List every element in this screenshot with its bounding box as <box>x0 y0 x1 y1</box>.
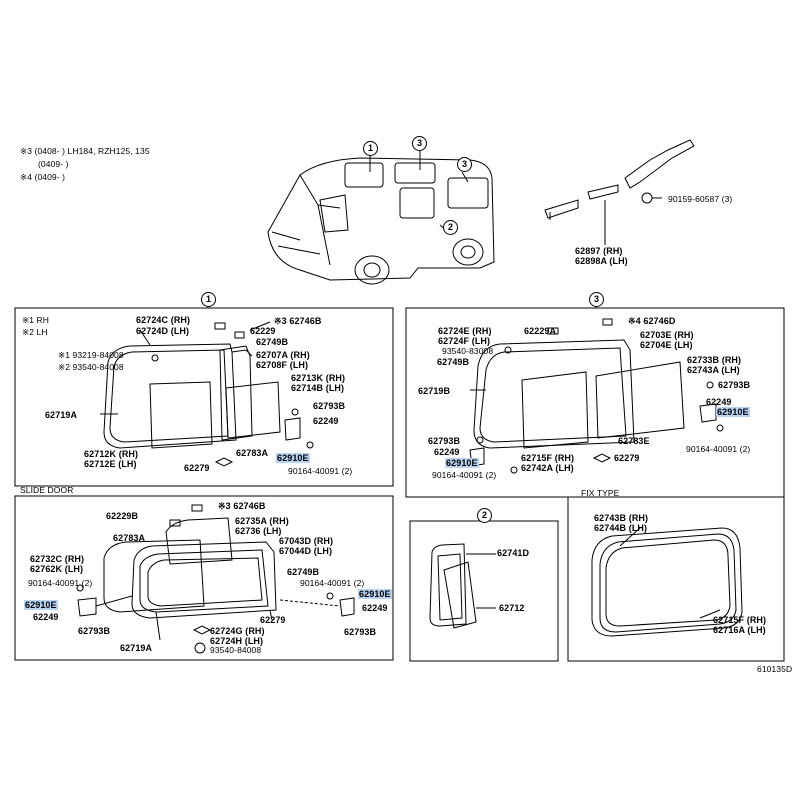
sd-highlight-62910e-left[interactable]: 62910E <box>24 600 58 610</box>
fix-part-label: 62744B (LH) <box>594 523 648 533</box>
s1-part-label: 62708F (LH) <box>256 360 309 370</box>
legend-rh: ※1 RH <box>22 315 49 325</box>
s1-part-label: 62724C (RH) <box>136 315 191 325</box>
marker-3: 3 <box>412 136 427 151</box>
section1-window-parts <box>100 321 314 467</box>
s1-part-label: 62707A (RH) <box>256 350 310 360</box>
sd-part-label: 62229B <box>106 511 139 521</box>
s3-part-label: 62783E <box>618 436 650 446</box>
s1-part-label: 62714B (LH) <box>291 383 345 393</box>
fix-part-label: 62716A (LH) <box>713 625 766 635</box>
slide-door-title: SLIDE DOOR <box>20 485 74 495</box>
s3-part-label: ※4 62746D <box>628 316 676 326</box>
s3-part-label: 90164-40091 (2) <box>432 470 497 480</box>
s1-part-label: 62713K (RH) <box>291 373 346 383</box>
sd-part-label: 62762K (LH) <box>30 564 84 574</box>
s3-part-label: 62249 <box>706 397 732 407</box>
s1-part-label: 62229 <box>250 326 276 336</box>
s2-part-label: 62741D <box>497 548 530 558</box>
s3-part-label: 90164-40091 (2) <box>686 444 751 454</box>
s1-part-label: 62712E (LH) <box>84 459 137 469</box>
s3-part-label: 62793B <box>428 436 461 446</box>
s1-part-label: 90164-40091 (2) <box>288 466 353 476</box>
s1-part-label: 62724D (LH) <box>136 326 190 336</box>
s3-highlight-62910e-left[interactable]: 62910E <box>445 458 479 468</box>
sd-part-label: 93540-84008 <box>210 645 262 655</box>
s3-part-label: 62249 <box>434 447 460 457</box>
s1-part-label: 62279 <box>184 463 210 473</box>
bracket-rh-label: 62897 (RH) <box>575 246 623 256</box>
s2-part-label: 62712 <box>499 603 525 613</box>
s3-part-label: 62742A (LH) <box>521 463 574 473</box>
sd-part-label: 62749B <box>287 567 320 577</box>
van-illustration <box>267 150 495 285</box>
s1-part-label: 62783A <box>236 448 269 458</box>
s1-part-label: 62712K (RH) <box>84 449 139 459</box>
s3-part-label: 62743A (LH) <box>687 365 740 375</box>
sd-part-label: 62732C (RH) <box>30 554 85 564</box>
screw-label: 90159-60587 (3) <box>668 194 733 204</box>
section3-window-parts <box>469 318 724 474</box>
sd-part-label: 62249 <box>33 612 59 622</box>
section2-marker: 2 <box>477 508 492 523</box>
note-3a: ※3 (0408- ) LH184, RZH125, 135 <box>20 146 150 156</box>
marker-2: 2 <box>443 220 458 235</box>
section2-parts <box>429 543 496 629</box>
sd-part-label: 62249 <box>362 603 388 613</box>
fix-type-parts <box>591 527 743 637</box>
sd-part-label: 62793B <box>78 626 111 636</box>
marker-1: 1 <box>363 141 378 156</box>
s1-highlight-62910e[interactable]: 62910E <box>276 453 310 463</box>
s3-part-label: 62229A <box>524 326 557 336</box>
s1-part-label: 62719A <box>45 410 78 420</box>
s3-part-label: 93540-83008 <box>442 346 494 356</box>
s1-part-label: ※3 62746B <box>274 316 322 326</box>
bracket-lh-label: 62898A (LH) <box>575 256 628 266</box>
s3-part-label: 62279 <box>614 453 640 463</box>
diagram-code: 610135D <box>757 664 793 674</box>
s3-part-label: 62724E (RH) <box>438 326 492 336</box>
sd-highlight-62910e-right[interactable]: 62910E <box>358 589 392 599</box>
slide-door-parts <box>76 504 355 654</box>
note-4: ※4 (0409- ) <box>20 172 66 182</box>
s3-highlight-62910e-right[interactable]: 62910E <box>716 407 750 417</box>
s3-part-label: 62715F (RH) <box>521 453 575 463</box>
s3-part-label: 62793B <box>718 380 751 390</box>
fix-type-title: FIX TYPE <box>581 488 620 498</box>
sd-part-label: 62736 (LH) <box>235 526 282 536</box>
s1-part-label: 62749B <box>256 337 289 347</box>
s3-part-label: 62704E (LH) <box>640 340 693 350</box>
sd-part-label: 62735A (RH) <box>235 516 289 526</box>
section1-marker: 1 <box>201 292 216 307</box>
s3-part-label: 62703E (RH) <box>640 330 694 340</box>
s3-part-label: 62719B <box>418 386 451 396</box>
s3-part-label: 62733B (RH) <box>687 355 742 365</box>
s1-part-label: 62793B <box>313 401 346 411</box>
legend-lh: ※2 LH <box>22 327 48 337</box>
fix-part-label: 62743B (RH) <box>594 513 649 523</box>
s1-part-label: ※1 93219-84008 <box>58 350 124 360</box>
s1-part-label: ※2 93540-84008 <box>58 362 124 372</box>
sd-part-label: 67043D (RH) <box>279 536 334 546</box>
sd-part-label: 90164-40091 (2) <box>300 578 365 588</box>
sd-part-label: 62793B <box>344 627 377 637</box>
sd-part-label: 90164-40091 (2) <box>28 578 93 588</box>
s3-part-label: 62724F (LH) <box>438 336 491 346</box>
sd-part-label: 62724G (RH) <box>210 626 265 636</box>
sd-part-label: 62719A <box>120 643 153 653</box>
s1-part-label: 62249 <box>313 416 339 426</box>
sd-part-label: 67044D (LH) <box>279 546 333 556</box>
fix-part-label: 62715F (RH) <box>713 615 767 625</box>
s3-part-label: 62749B <box>437 357 470 367</box>
sd-part-label: 62724H (LH) <box>210 636 264 646</box>
sd-part-label: 62279 <box>260 615 286 625</box>
marker-3b: 3 <box>457 157 472 172</box>
bracket-illustration <box>544 139 695 245</box>
section3-marker: 3 <box>589 292 604 307</box>
sd-part-label: 62783A <box>113 533 146 543</box>
note-3b: (0409- ) <box>38 159 69 169</box>
sd-part-label: ※3 62746B <box>218 501 266 511</box>
